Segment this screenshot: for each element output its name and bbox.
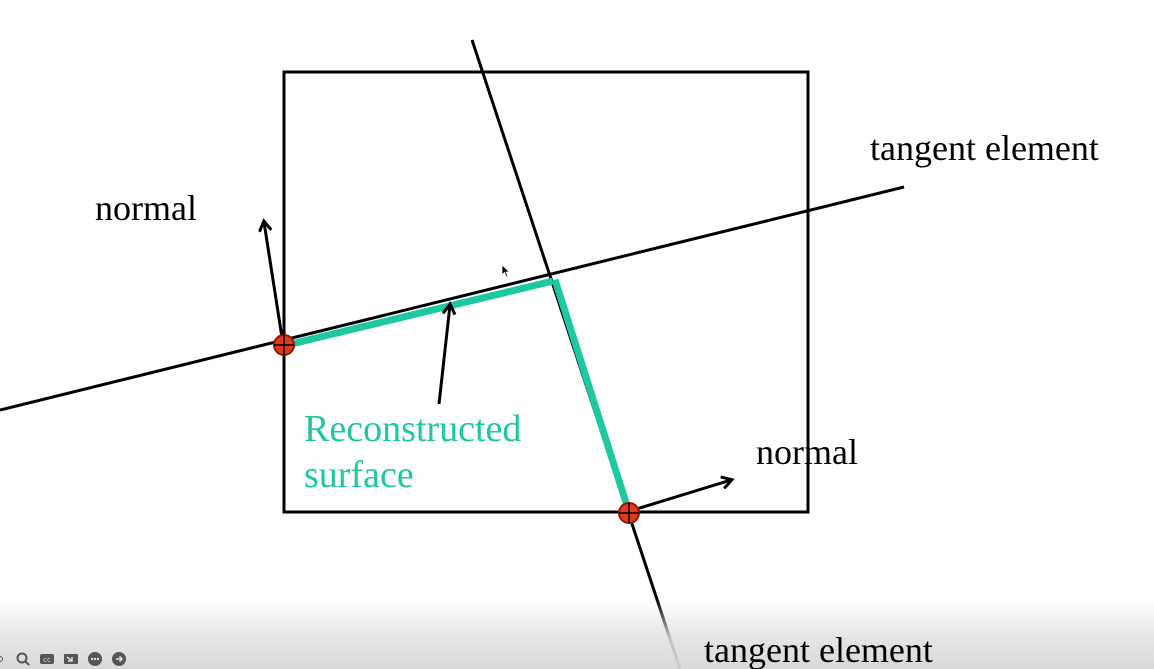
pip-icon[interactable] [62,651,80,667]
player-controls: cc [0,649,128,669]
normal-arrow-right [629,480,731,513]
tangent-line-1 [0,185,905,412]
surface-pointer-arrow [437,305,450,405]
normal-label-right: normal [756,432,858,472]
reconstructed-surface-label: Reconstructed surface [304,406,521,498]
sample-point-left [273,334,295,356]
cell-box [282,70,810,514]
mouse-cursor-icon [501,264,511,278]
tangent-label-bottom: tangent element [704,630,933,669]
settings-icon[interactable] [0,651,8,667]
normal-arrow-left [264,222,285,345]
tangent-label-top: tangent element [870,128,1099,168]
reconstructed-label-line2: surface [304,454,414,496]
more-icon[interactable] [86,651,104,667]
captions-icon[interactable]: cc [38,651,56,667]
share-icon[interactable] [110,651,128,667]
sample-point-bottom [618,502,640,524]
reconstructed-label-line1: Reconstructed [304,408,522,450]
reconstructed-surface-segment-2 [551,278,634,517]
svg-text:cc: cc [43,656,51,664]
search-icon[interactable] [14,651,32,667]
normal-label-left: normal [95,188,197,228]
reconstructed-surface-segment-1 [282,277,554,350]
